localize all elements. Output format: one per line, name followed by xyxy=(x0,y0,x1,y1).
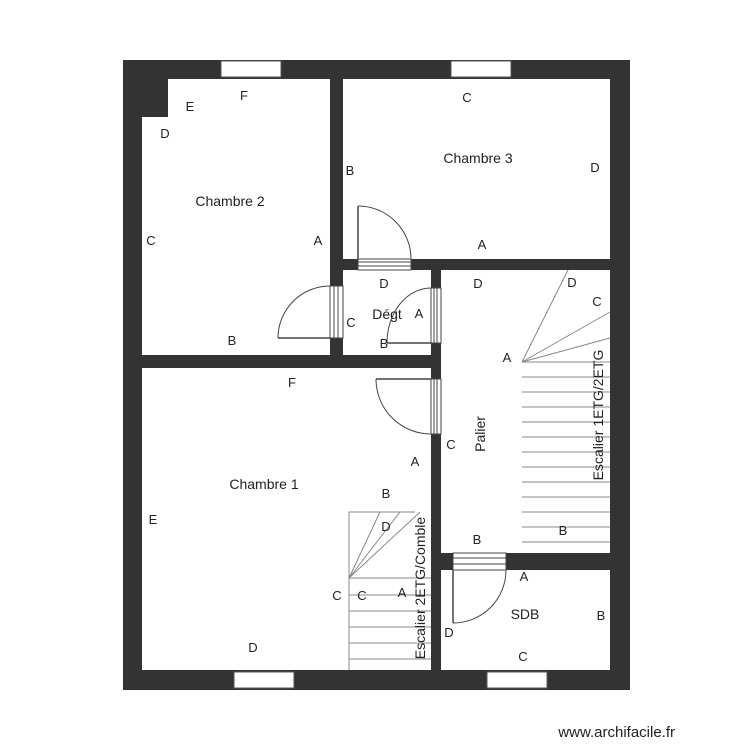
wall-label: A xyxy=(314,233,323,248)
room-label-degagement: Dégt xyxy=(372,306,402,322)
wall-label: C xyxy=(346,315,355,330)
staircase-2etg-comble xyxy=(348,511,431,670)
door-chambre-1 xyxy=(375,378,442,435)
wall-label: B xyxy=(559,523,568,538)
wall-label: E xyxy=(149,512,158,527)
wall-label: B xyxy=(597,608,606,623)
room-escalier-1 xyxy=(520,270,610,553)
room-chambre-3 xyxy=(343,79,610,259)
room-label-chambre-1: Chambre 1 xyxy=(229,476,298,492)
door-chambre-3 xyxy=(357,205,412,271)
wall-label: D xyxy=(381,519,390,534)
room-sdb xyxy=(441,570,610,670)
room-chambre-1 xyxy=(142,368,431,670)
wall-label: C xyxy=(592,294,601,309)
wall-label: D xyxy=(590,160,599,175)
room-label-escalier-1: Escalier 1ETG/2ETG xyxy=(590,350,606,481)
wall-label: E xyxy=(186,99,195,114)
door-chambre-2 xyxy=(277,285,344,339)
wall-label: C xyxy=(357,588,366,603)
room-palier xyxy=(441,270,520,553)
wall-label: B xyxy=(228,333,237,348)
room-label-chambre-3: Chambre 3 xyxy=(443,150,512,166)
windows xyxy=(220,60,548,689)
window-sdb xyxy=(486,671,548,689)
wall-label: A xyxy=(520,569,529,584)
wall-label: D xyxy=(473,276,482,291)
window-chambre-1 xyxy=(233,671,295,689)
room-label-escalier-2: Escalier 2ETG/Comble xyxy=(412,517,428,660)
wall-label: B xyxy=(382,486,391,501)
door-degagement xyxy=(386,287,442,344)
door-sdb xyxy=(452,552,507,624)
room-label-palier: Palier xyxy=(472,416,488,452)
window-chambre-3 xyxy=(450,60,512,78)
staircase-1etg-2etg xyxy=(521,269,611,543)
wall-label: F xyxy=(240,88,248,103)
wall-label: D xyxy=(567,275,576,290)
wall-label: D xyxy=(248,640,257,655)
wall-label: A xyxy=(415,306,424,321)
doors xyxy=(277,205,507,624)
window-chambre-2 xyxy=(220,60,282,78)
room-label-chambre-2: Chambre 2 xyxy=(195,193,264,209)
wall-label: A xyxy=(411,454,420,469)
wall-label: B xyxy=(346,163,355,178)
wall-label: A xyxy=(478,237,487,252)
wall-label: A xyxy=(398,585,407,600)
wall-label: F xyxy=(288,375,296,390)
room-chambre-2 xyxy=(142,79,330,355)
wall-label: C xyxy=(518,649,527,664)
wall-label: B xyxy=(380,336,389,351)
room-label-sdb: SDB xyxy=(511,606,540,622)
wall-label: A xyxy=(503,350,512,365)
wall-label: D xyxy=(444,625,453,640)
wall-label: C xyxy=(146,233,155,248)
wall-label: D xyxy=(379,276,388,291)
wall-label: C xyxy=(462,90,471,105)
watermark: www.archifacile.fr xyxy=(557,724,675,741)
wall-label: D xyxy=(160,126,169,141)
wall-label: C xyxy=(446,437,455,452)
wall-label: B xyxy=(473,532,482,547)
corner-column xyxy=(142,79,168,117)
wall-label: C xyxy=(332,588,341,603)
